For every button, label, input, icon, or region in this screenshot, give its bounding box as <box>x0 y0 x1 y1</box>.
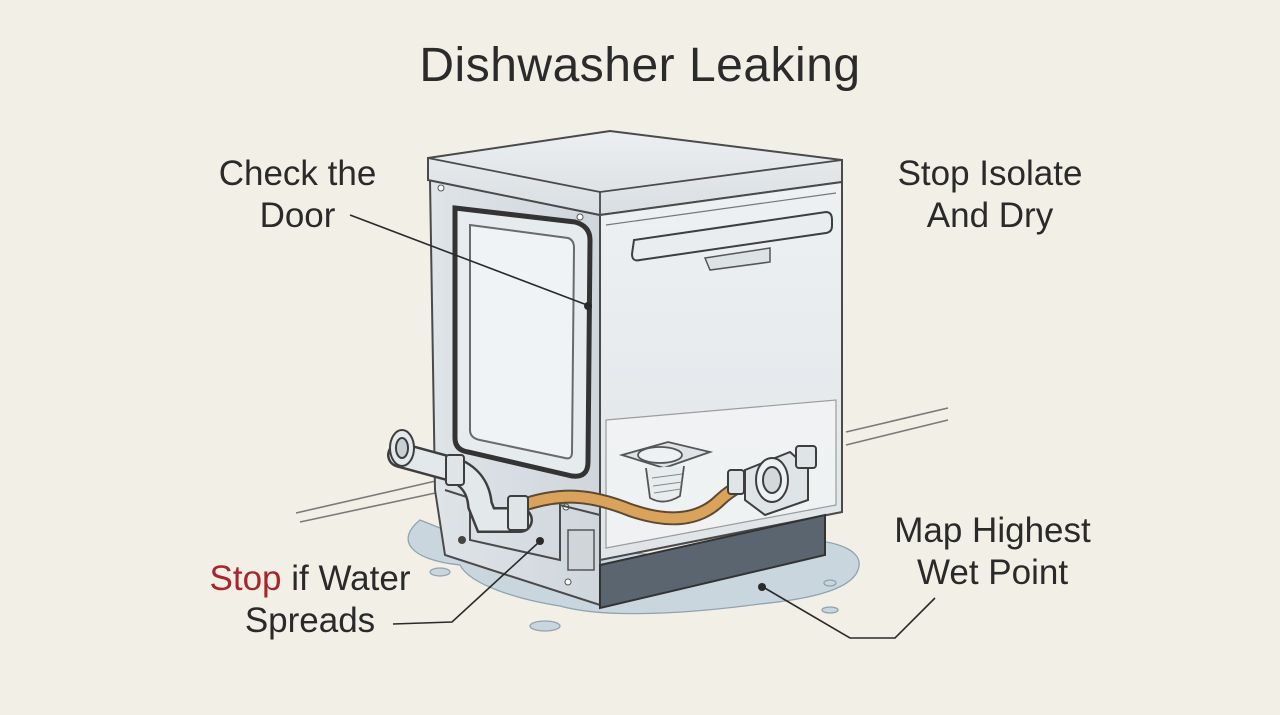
callout-lines <box>349 214 936 639</box>
dot-map-highest <box>758 583 766 591</box>
door-handle <box>630 210 833 271</box>
leader-stop-spreads <box>392 542 539 625</box>
label-stop-isolate: Stop Isolate And Dry <box>890 153 1090 237</box>
label-map-highest: Map Highest Wet Point <box>885 510 1100 594</box>
label-map-highest-line1: Map Highest <box>894 511 1091 550</box>
label-stop-isolate-line2: And Dry <box>926 196 1054 235</box>
drain-pump <box>727 445 817 517</box>
drain-filter <box>618 441 714 503</box>
inlet-pipe <box>387 429 533 533</box>
label-stop-isolate-line1: Stop Isolate <box>897 154 1083 193</box>
leader-map-highest <box>762 586 936 639</box>
label-check-door-line1: Check the <box>218 154 377 193</box>
dot-check-door <box>584 302 592 310</box>
diagram-title: Dishwasher Leaking <box>419 39 861 92</box>
baseboard <box>295 407 949 523</box>
label-stop-spreads-line1: Stop if Water <box>200 558 420 600</box>
label-stop-spreads: Stop if Water Spreads <box>200 558 420 642</box>
label-map-highest-line2: Wet Point <box>916 553 1069 592</box>
label-check-door: Check the Door <box>210 153 385 237</box>
dot-stop-spreads <box>536 537 544 545</box>
label-stop-spreads-line2: Spreads <box>244 601 376 640</box>
label-check-door-line2: Door <box>259 196 336 235</box>
label-stop-rest: if Water <box>281 559 411 598</box>
leader-check-door <box>349 214 588 306</box>
label-stop-accent: Stop <box>209 559 282 598</box>
cabinet-side <box>428 178 601 607</box>
